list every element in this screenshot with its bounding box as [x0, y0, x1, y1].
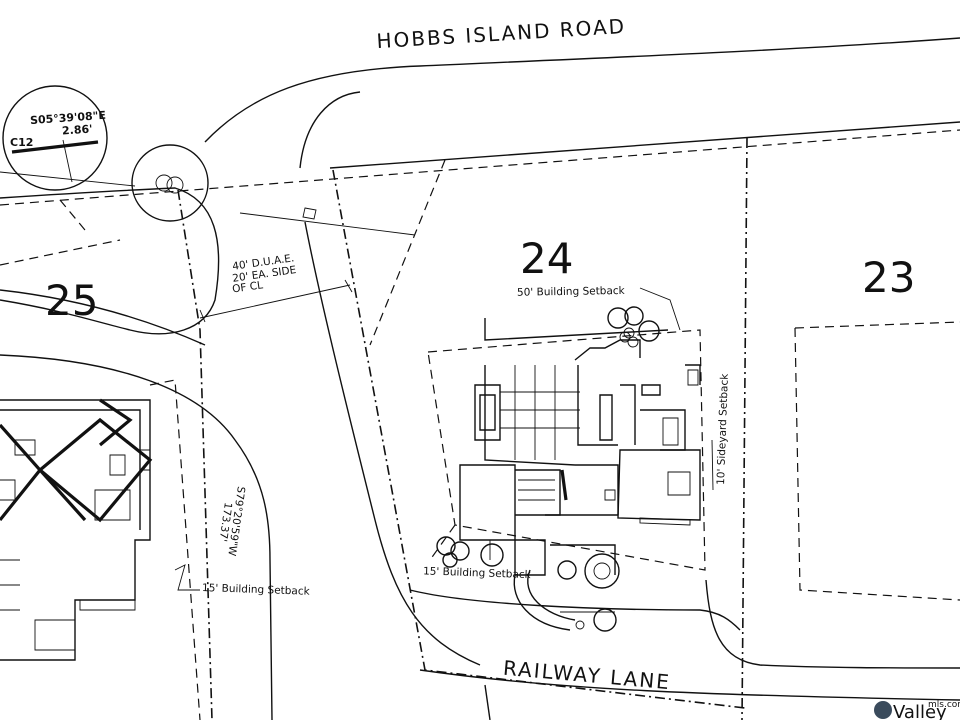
lot-24-landscaping	[436, 306, 660, 632]
lot-24-number: 24	[520, 234, 573, 283]
lot-23-boundaries	[705, 321, 960, 669]
side-setback-label: 10' Sideyard Setback	[715, 373, 731, 486]
easement-line-3: OF CL	[231, 279, 263, 295]
curve-label: C12	[10, 136, 33, 149]
lot-25-boundaries	[0, 187, 353, 720]
rear-setback-center-label: 15' Building Setback	[423, 565, 532, 581]
boundary-distance-label: 173.37'	[217, 502, 234, 543]
watermark-brand: Valley	[893, 702, 947, 720]
watermark-domain: mls.com	[928, 700, 960, 710]
lot-25-number: 25	[45, 276, 98, 325]
valley-mls-watermark: Valley mls.com	[874, 700, 960, 720]
lot-23-number: 23	[862, 253, 915, 302]
rear-setback-left-label: 15' Building Setback	[202, 582, 311, 598]
setback-leader-lines	[174, 287, 714, 591]
distance-short-label: 2.86'	[62, 122, 93, 137]
railway-lane-label: RAILWAY LANE	[502, 656, 672, 695]
lot-24-boundaries	[239, 137, 748, 720]
railway-lane-right-of-way	[419, 669, 960, 720]
hobbs-island-road-right-of-way	[0, 37, 960, 206]
front-setback-label: 50' Building Setback	[517, 285, 626, 299]
hobbs-island-road-label: HOBBS ISLAND ROAD	[376, 14, 627, 53]
lot-25-house-footprint	[0, 398, 153, 661]
lot-24-house-footprint	[459, 318, 701, 576]
bearing-short-label: S05°39'08"E	[30, 109, 107, 127]
curve-detail-circles	[0, 85, 209, 222]
